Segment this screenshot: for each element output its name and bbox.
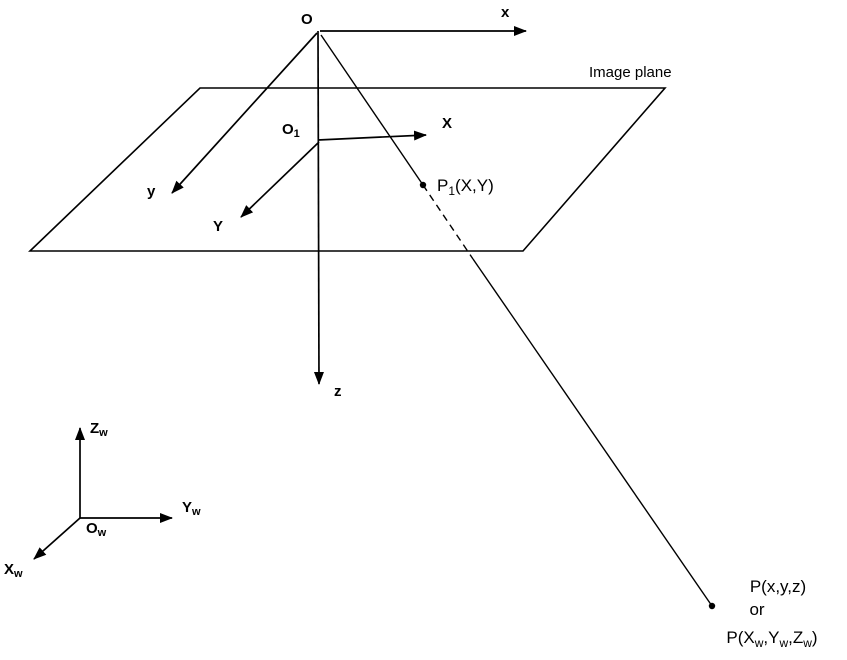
projection-ray-dashed: [422, 184, 474, 260]
camera-y-axis-line: [171, 32, 318, 194]
image-x-axis-line: [317, 130, 427, 141]
projection-ray-lower: [472, 258, 713, 607]
image-point-dot: [419, 181, 427, 189]
camera-x-axis-label: x: [501, 4, 510, 21]
image-plane: [28, 87, 667, 252]
camera-y-axis-label: y: [147, 183, 156, 200]
world-point-dot: [708, 602, 716, 610]
image-y-axis-label: Y: [213, 218, 223, 235]
world-point-label-line1: P(x,y,z): [750, 577, 806, 596]
world-origin-label: Ow: [86, 520, 107, 539]
image-point-label: P1(X,Y): [437, 176, 494, 198]
camera-origin-label: O: [301, 11, 313, 28]
world-x-axis-line: [33, 517, 81, 560]
projection-ray-upper: [320, 34, 424, 186]
world-y-axis-label: Yw: [182, 499, 201, 518]
world-point-label-line2: or: [749, 600, 764, 619]
world-x-axis-label: Xw: [4, 561, 23, 580]
world-z-axis-label: Zw: [90, 420, 108, 439]
camera-z-axis-label: z: [334, 383, 342, 400]
camera-z-axis-line: [313, 30, 324, 385]
image-x-axis-label: X: [442, 115, 452, 132]
image-plane-label: Image plane: [589, 64, 672, 81]
world-point-label-line3: P(Xw,Yw,Zw): [726, 628, 817, 650]
image-origin-label: O1: [282, 121, 300, 140]
image-y-axis-line: [240, 141, 320, 218]
